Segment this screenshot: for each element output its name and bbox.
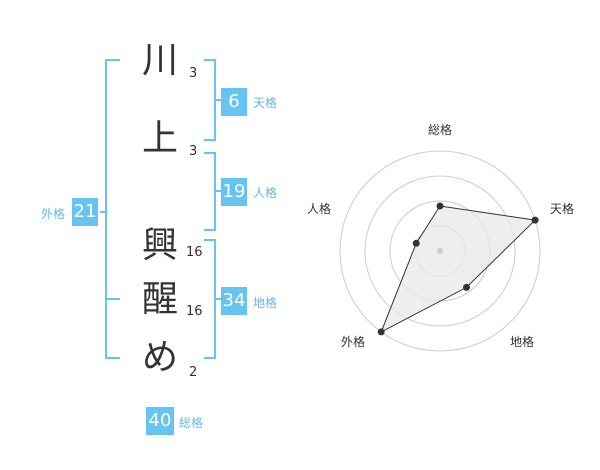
stroke-count-3: 16 (186, 245, 203, 260)
name-char-1: 川 (141, 40, 178, 81)
radar-points (377, 202, 539, 336)
radar-point-1 (531, 216, 539, 224)
name-char-4: 醒 (141, 279, 178, 320)
jinkaku-badge: 19 (221, 178, 247, 206)
stroke-count-1: 3 (189, 66, 198, 81)
soukaku-badge: 40 (146, 407, 174, 435)
jinkaku-bracket (204, 152, 216, 231)
stroke-count-2: 3 (189, 144, 198, 159)
radar-point-4 (412, 239, 420, 247)
tenkaku-badge: 6 (221, 88, 247, 116)
tenkaku-label: 天格 (253, 96, 278, 110)
stroke-count-5: 2 (189, 365, 198, 380)
radar-ring (364, 175, 516, 327)
gaikaku-badge: 21 (72, 198, 98, 226)
radar-axis-label-chikaku: 地格 (510, 334, 534, 349)
radar-polygon (380, 205, 537, 333)
radar-axis-label-soukaku: 総格 (428, 122, 452, 137)
gaikaku-bracket (105, 59, 120, 359)
name-char-2: 上 (141, 118, 178, 159)
tenkaku-bracket (204, 59, 216, 141)
radar-point-2 (463, 283, 470, 291)
radar-point-0 (436, 202, 444, 210)
radar-chart: 総格 天格 地格 外格 人格 (307, 122, 574, 352)
radar-ring (339, 150, 541, 352)
radar-point-3 (377, 328, 385, 336)
radar-axis-label-tenkaku: 天格 (550, 201, 574, 216)
jinkaku-label: 人格 (253, 186, 278, 200)
soukaku-label: 総格 (179, 416, 204, 430)
radar-axis-label-gaikaku: 外格 (341, 334, 365, 349)
gaikaku-label: 外格 (41, 207, 66, 221)
radar-center-dot (437, 248, 443, 254)
chikaku-bracket (204, 239, 216, 359)
name-char-5: め (141, 337, 178, 378)
chikaku-label: 地格 (253, 296, 278, 310)
radar-axis-label-jinkaku: 人格 (307, 201, 331, 216)
name-char-3: 興 (141, 225, 178, 266)
stroke-count-4: 16 (186, 304, 203, 319)
chikaku-badge: 34 (221, 287, 247, 315)
